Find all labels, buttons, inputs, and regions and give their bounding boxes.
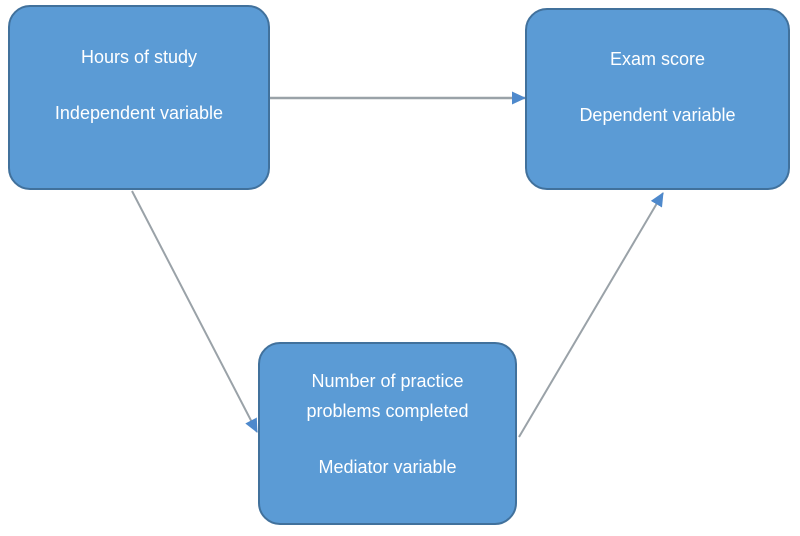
node-mediator-title: Number of practice problems completed <box>306 371 469 421</box>
node-dependent-subtitle: Dependent variable <box>579 105 736 125</box>
node-independent-variable: Hours of study Independent variable <box>8 5 270 190</box>
arrow-independent-to-mediator <box>131 190 258 433</box>
node-mediator-variable: Number of practice problems completed Me… <box>258 342 517 525</box>
arrow-mediator-to-dependent <box>518 192 664 438</box>
node-dependent-title: Exam score <box>609 49 706 69</box>
node-independent-subtitle: Independent variable <box>54 103 224 123</box>
node-mediator-subtitle: Mediator variable <box>318 457 457 477</box>
node-dependent-variable: Exam score Dependent variable <box>525 8 790 190</box>
node-independent-title: Hours of study <box>80 47 198 67</box>
